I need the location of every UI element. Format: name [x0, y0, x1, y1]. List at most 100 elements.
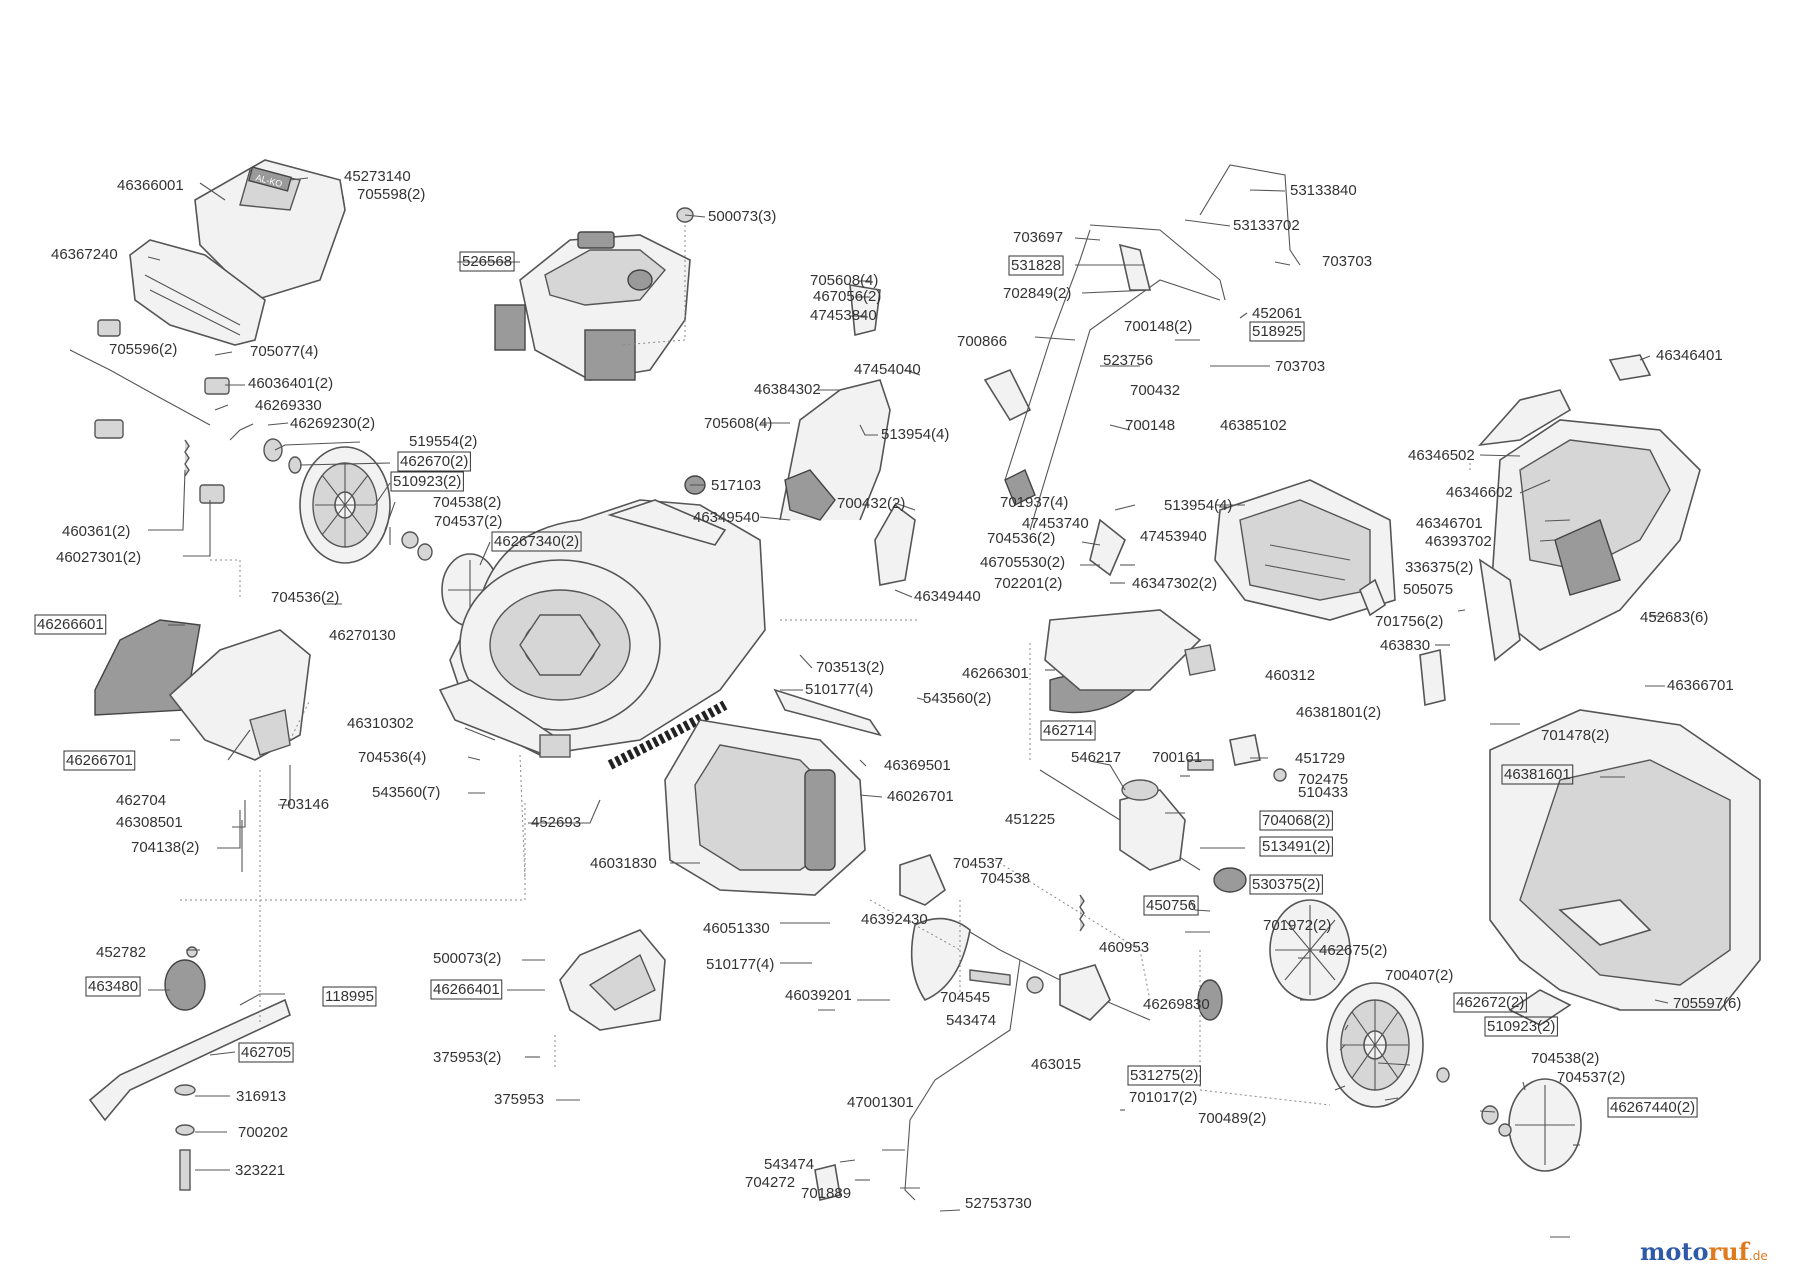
part-label: 510177(4): [706, 956, 774, 973]
part-number: 704272: [745, 1174, 795, 1191]
part-label: 704537(2): [1557, 1069, 1625, 1086]
discharge-chute-part: [1214, 479, 1396, 621]
part-number: 452683(6): [1640, 609, 1708, 626]
part-label: 463480: [85, 976, 141, 997]
part-number: 46026701: [887, 788, 954, 805]
part-label: 463830: [1380, 637, 1430, 654]
part-number: 705597(6): [1673, 995, 1741, 1012]
part-label: 47453940: [1140, 528, 1207, 545]
part-number: 705077(4): [250, 343, 318, 360]
part-label: 46384302: [754, 381, 821, 398]
part-number: 523756: [1103, 352, 1153, 369]
part-label: 323221: [235, 1162, 285, 1179]
part-number: 46269230(2): [290, 415, 375, 432]
part-label: 460361(2): [62, 523, 130, 540]
label-box: [1259, 836, 1333, 857]
part-label: 46392430: [861, 911, 928, 928]
part-number: 704537: [953, 855, 1003, 872]
grass-catcher-part: [1489, 709, 1761, 1011]
part-label: 450756: [1143, 895, 1199, 916]
part-number: 460953: [1099, 939, 1149, 956]
part-number: 705608(4): [810, 272, 878, 289]
part-label: 700866: [957, 333, 1007, 350]
part-label: 530375(2): [1249, 874, 1323, 895]
part-number: 46369501: [884, 757, 951, 774]
part-label: 47453740: [1022, 515, 1089, 532]
part-number: 705598(2): [357, 186, 425, 203]
part-number: 452693: [531, 814, 581, 831]
part-label: 46369501: [884, 757, 951, 774]
label-box: [397, 451, 471, 472]
part-label: 500073(3): [708, 208, 776, 225]
part-label: 703703: [1322, 253, 1372, 270]
part-number: 47001301: [847, 1094, 914, 1111]
part-label: 46381601: [1501, 764, 1574, 785]
part-number: 531828: [1011, 257, 1061, 274]
rear-flap-part: [664, 688, 882, 896]
part-number: 704545: [940, 989, 990, 1006]
part-number: 47453940: [1140, 528, 1207, 545]
part-number: 704536(2): [987, 530, 1055, 547]
part-label: 700202: [238, 1124, 288, 1141]
part-label: 523756: [1103, 352, 1153, 369]
part-label: 46269830: [1143, 996, 1210, 1013]
part-label: 704537: [953, 855, 1003, 872]
part-label: 46266701: [63, 750, 136, 771]
part-number: 46267340(2): [494, 533, 579, 550]
part-label: 46346701: [1416, 515, 1483, 532]
part-number: 46269330: [255, 397, 322, 414]
part-number: 46393702: [1425, 533, 1492, 550]
part-label: 702475: [1298, 771, 1348, 788]
part-number-labels: 4636600145273140705598(2)46367240705596(…: [34, 168, 1741, 1212]
part-number: 53133702: [1233, 217, 1300, 234]
part-label: 460312: [1265, 667, 1315, 684]
part-number: 513491(2): [1262, 838, 1330, 855]
label-box: [430, 979, 503, 1000]
part-number: 451225: [1005, 811, 1055, 828]
part-label: 700407(2): [1385, 967, 1453, 984]
part-number: 46349440: [914, 588, 981, 605]
part-label: 701937(4): [1000, 494, 1068, 511]
label-box: [1249, 874, 1323, 895]
part-label: 526568: [459, 251, 515, 272]
part-label: 519554(2): [409, 433, 477, 450]
part-number: 46346701: [1416, 515, 1483, 532]
part-number: 543474: [946, 1012, 996, 1029]
part-label: 462672(2): [1453, 992, 1527, 1013]
part-label: 704545: [940, 989, 990, 1006]
part-number: 543474: [764, 1156, 814, 1173]
part-label: 46308501: [116, 814, 183, 831]
part-number: 701937(4): [1000, 494, 1068, 511]
part-number: 462704: [116, 792, 166, 809]
part-number: 316913: [236, 1088, 286, 1105]
part-label: 513491(2): [1259, 836, 1333, 857]
rear-wheel-right: [1269, 899, 1582, 1172]
part-label: 705608(4): [810, 272, 878, 289]
part-label: 452782: [96, 944, 146, 961]
part-label: 700489(2): [1198, 1110, 1266, 1127]
part-number: 46027301(2): [56, 549, 141, 566]
part-number: 543560(2): [923, 690, 991, 707]
part-label: 701889: [801, 1185, 851, 1202]
part-label: 452693: [531, 814, 581, 831]
part-number: 531275(2): [1130, 1067, 1198, 1084]
part-number: 546217: [1071, 749, 1121, 766]
part-label: 47454040: [854, 361, 921, 378]
part-number: 47454040: [854, 361, 921, 378]
label-box: [1143, 895, 1199, 916]
part-number: 510177(4): [805, 681, 873, 698]
gearbox-part: [1039, 673, 1287, 932]
part-number: 700148(2): [1124, 318, 1192, 335]
part-number: 704536(2): [271, 589, 339, 606]
part-number: 705608(4): [704, 415, 772, 432]
part-number: 47453840: [810, 307, 877, 324]
part-number: 46269830: [1143, 996, 1210, 1013]
rear-wheel-left: [263, 438, 499, 627]
part-number: 704538: [980, 870, 1030, 887]
part-label: 462704: [116, 792, 166, 809]
label-box: [390, 471, 464, 492]
part-number: 46381601: [1504, 766, 1571, 783]
part-label: 462705: [238, 1042, 294, 1063]
part-label: 46051330: [703, 920, 770, 937]
part-label: 704272: [745, 1174, 795, 1191]
